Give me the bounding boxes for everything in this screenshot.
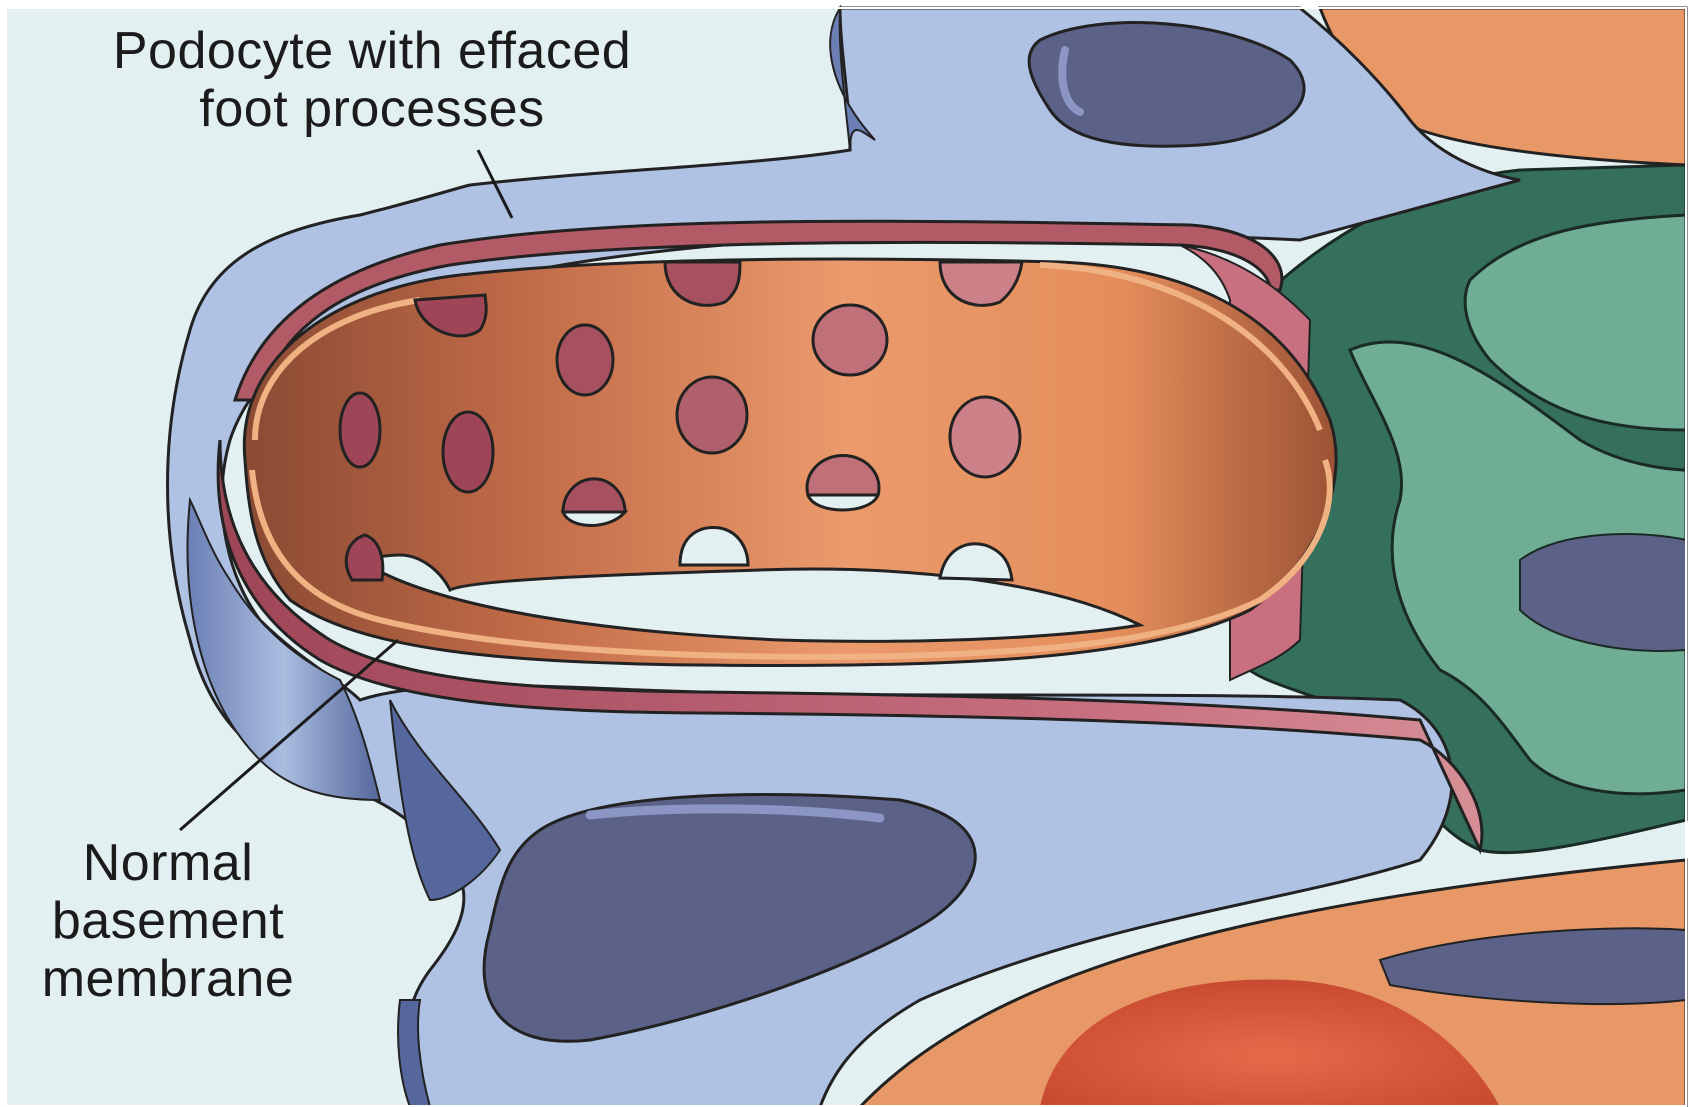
podocyte-label-line-1: Podocyte with effaced <box>52 22 692 80</box>
fenestra <box>340 393 380 467</box>
membrane-label-line-3: membrane <box>8 950 328 1008</box>
fenestra <box>813 305 887 375</box>
membrane-label-line-2: basement <box>8 892 328 950</box>
fenestra <box>950 397 1020 477</box>
podocyte-label: Podocyte with effaced foot processes <box>52 22 692 138</box>
fenestra <box>557 325 613 395</box>
basement-membrane-label: Normal basement membrane <box>8 834 328 1008</box>
podocyte-label-line-2: foot processes <box>52 80 692 138</box>
fenestra <box>677 377 747 453</box>
membrane-label-line-1: Normal <box>8 834 328 892</box>
fenestra <box>443 412 493 492</box>
